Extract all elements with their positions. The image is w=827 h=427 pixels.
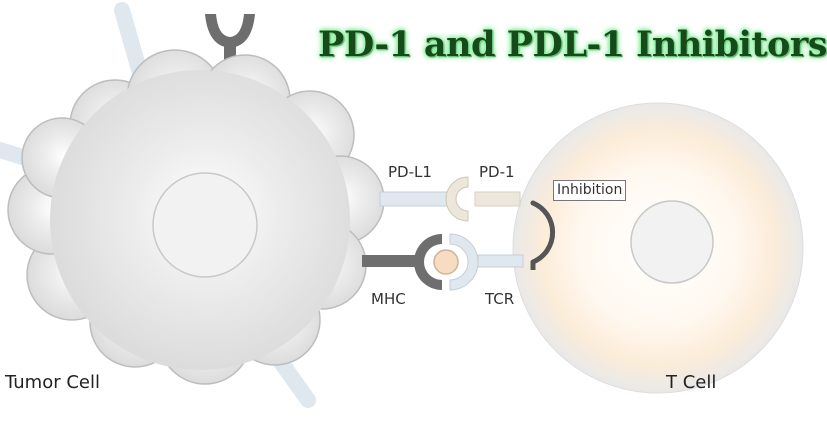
page-title: PD-1 and PDL-1 Inhibitors [318, 24, 827, 65]
tcr-label: TCR [485, 290, 515, 308]
t-cell-nucleus [630, 200, 714, 284]
diagram-canvas [0, 2, 804, 408]
pd1-label: PD-1 [479, 163, 515, 181]
diagram: PD-1 and PDL-1 Inhibitors PD-L1 PD-1 Inh… [0, 2, 827, 408]
inhibition-label: Inhibition [553, 180, 627, 201]
tumor-cell-label: Tumor Cell [5, 372, 100, 393]
mhc-label: MHC [371, 290, 406, 308]
pd1-receptor [474, 191, 521, 207]
tcr-receptor [449, 233, 524, 291]
t-cell-label: T Cell [666, 372, 717, 393]
t-cell [512, 102, 804, 394]
antigen [433, 249, 459, 275]
inhibition-bracket-icon [530, 200, 556, 270]
pdl1-receptor [379, 176, 469, 222]
mhc-receptor [362, 234, 442, 290]
tumor-cell [7, 49, 385, 385]
pdl1-label: PD-L1 [388, 163, 432, 181]
tumor-nucleus [152, 172, 258, 278]
